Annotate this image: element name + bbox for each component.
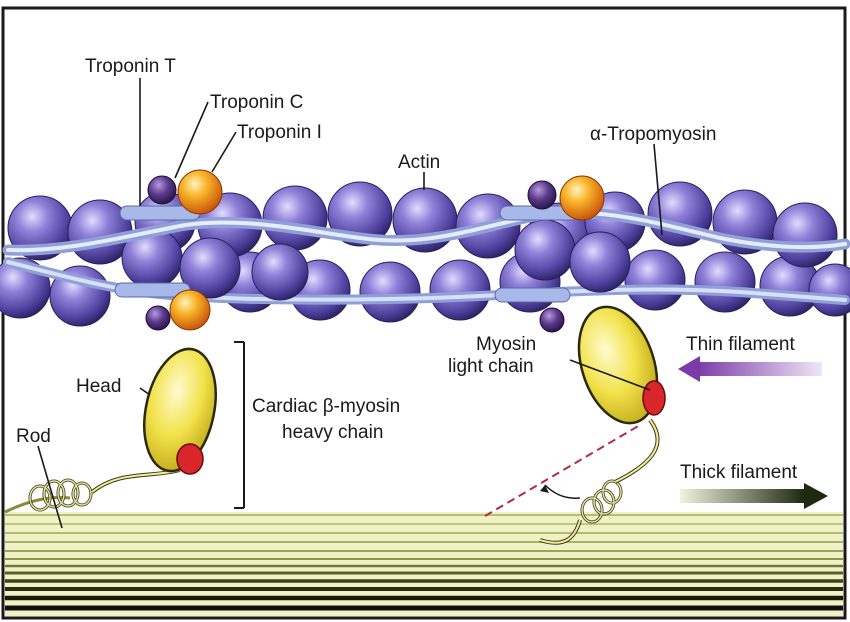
label-heavy-chain-line2: heavy chain bbox=[282, 422, 383, 443]
heavy-chain-bracket bbox=[234, 341, 245, 509]
label-troponin-t: Troponin T bbox=[85, 56, 176, 77]
label-head: Head bbox=[76, 376, 121, 397]
myosin-molecule-right bbox=[484, 305, 666, 545]
label-rod: Rod bbox=[16, 426, 51, 447]
label-thin-filament: Thin filament bbox=[686, 334, 795, 355]
label-tropomyosin: α-Tropomyosin bbox=[590, 124, 716, 145]
thin-filament-arrow bbox=[678, 356, 822, 382]
label-myosin-light-chain-line1: Myosin bbox=[476, 334, 536, 355]
label-actin: Actin bbox=[398, 152, 440, 173]
tropomyosin-strand bbox=[2, 205, 850, 303]
label-troponin-i: Troponin I bbox=[237, 122, 322, 143]
label-heavy-chain-line1: Cardiac β-myosin bbox=[252, 396, 400, 417]
label-myosin-light-chain-line2: light chain bbox=[448, 356, 534, 377]
thick-filament-arrow bbox=[680, 483, 828, 509]
myosin-molecule-left bbox=[4, 347, 217, 514]
label-troponin-c: Troponin C bbox=[210, 92, 303, 113]
leader-lines bbox=[37, 78, 663, 529]
troponin-complex bbox=[145, 169, 605, 333]
label-thick-filament: Thick filament bbox=[680, 462, 798, 483]
thick-filament bbox=[5, 512, 843, 616]
